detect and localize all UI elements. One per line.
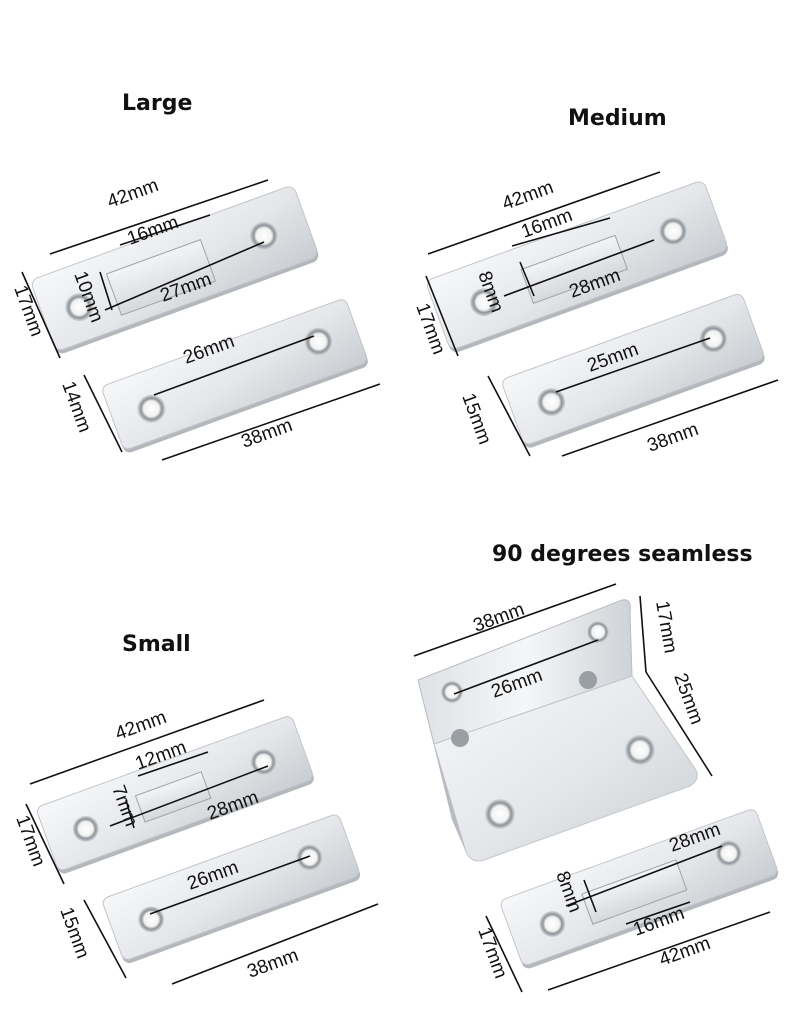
small-plate-width-label: 38mm bbox=[245, 945, 302, 983]
large-magnet-plate bbox=[31, 186, 319, 354]
medium-strike-plate bbox=[502, 293, 765, 448]
title-small: Small bbox=[122, 632, 191, 657]
seamless-magnet-plate bbox=[500, 809, 779, 969]
hole-icon bbox=[699, 324, 728, 353]
seamless-bracket-width-label: 38mm bbox=[471, 599, 528, 637]
medium-width-label: 42mm bbox=[500, 177, 557, 215]
hole-icon bbox=[250, 748, 277, 775]
rivet-icon bbox=[579, 671, 597, 689]
hole-icon bbox=[304, 327, 333, 356]
hole-icon bbox=[249, 221, 278, 250]
hole-icon bbox=[659, 217, 688, 246]
large-width-label: 42mm bbox=[105, 175, 162, 213]
rivet-icon bbox=[451, 729, 469, 747]
title-medium: Medium bbox=[568, 106, 667, 131]
seamless-height-label: 17mm bbox=[473, 925, 511, 982]
hole-icon bbox=[587, 621, 609, 643]
hole-icon bbox=[470, 288, 499, 317]
hole-icon bbox=[625, 735, 655, 765]
hole-icon bbox=[537, 388, 566, 417]
hole-icon bbox=[65, 293, 94, 322]
seamless-l-bracket bbox=[417, 599, 698, 862]
hole-icon bbox=[72, 815, 99, 842]
hole-icon bbox=[441, 681, 463, 703]
seamless-bracket-top-label: 17mm bbox=[651, 599, 681, 655]
hole-icon bbox=[296, 844, 323, 871]
hole-icon bbox=[715, 840, 742, 867]
hole-icon bbox=[138, 906, 165, 933]
seamless-width-label: 42mm bbox=[657, 933, 714, 971]
hole-icon bbox=[485, 799, 515, 829]
large-plate-width-label: 38mm bbox=[239, 415, 296, 453]
small-magnet-plate bbox=[37, 716, 314, 874]
title-large: Large bbox=[122, 91, 193, 116]
small-strike-plate bbox=[102, 814, 361, 964]
medium-plate-height-label: 15mm bbox=[457, 391, 495, 448]
title-seamless: 90 degrees seamless bbox=[492, 542, 753, 567]
small-width-label: 42mm bbox=[113, 707, 170, 745]
hole-icon bbox=[137, 394, 166, 423]
hole-icon bbox=[539, 911, 566, 938]
small-plate-height-label: 15mm bbox=[55, 905, 93, 962]
